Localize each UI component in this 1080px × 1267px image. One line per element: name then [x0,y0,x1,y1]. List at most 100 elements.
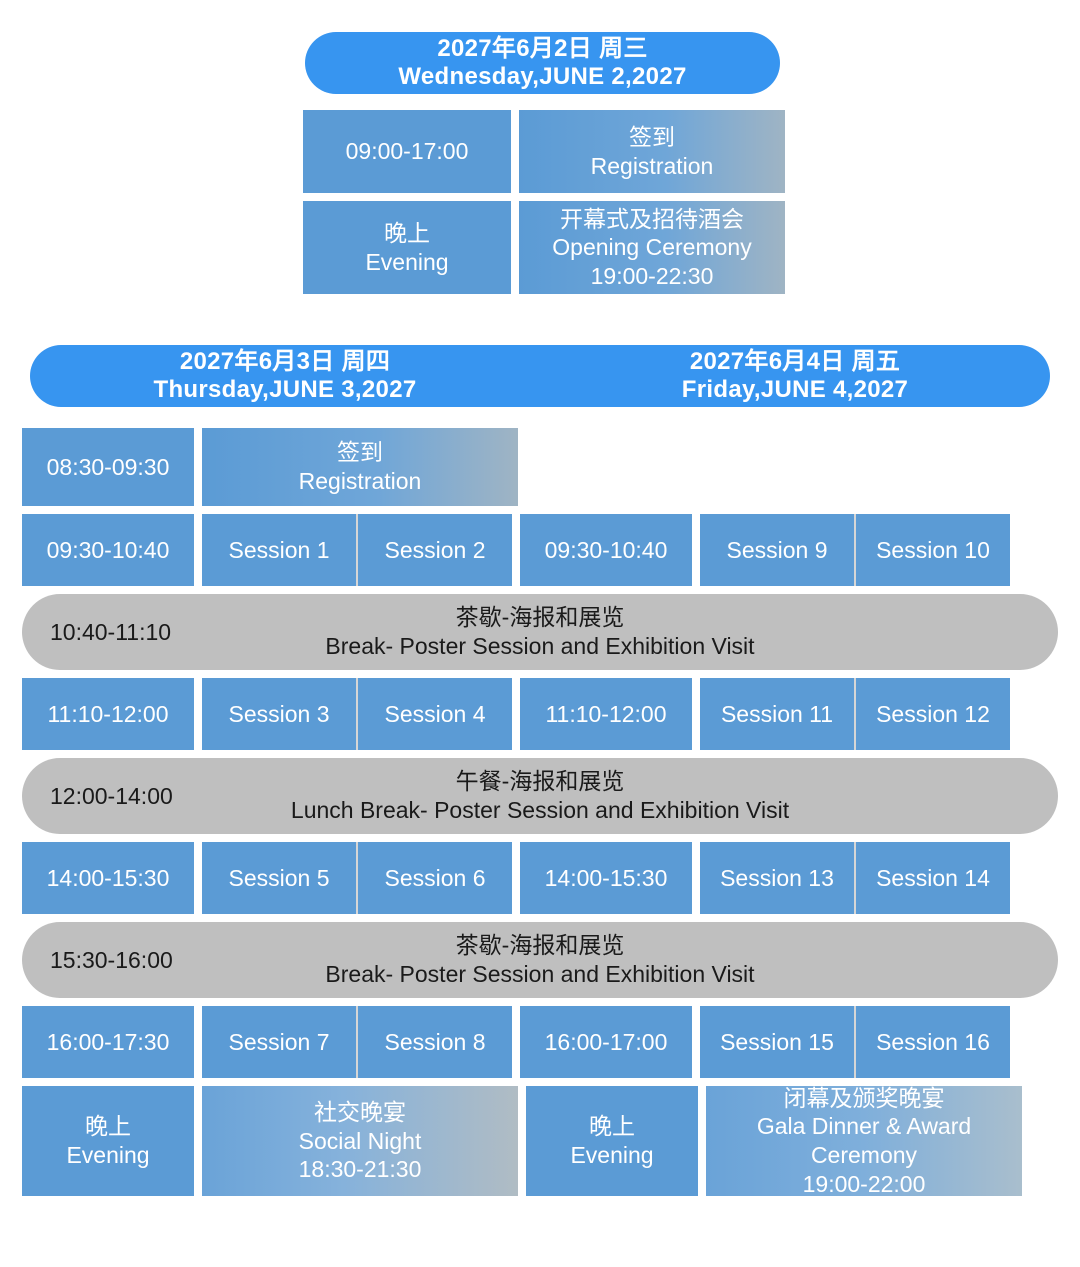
column-gap [698,1086,706,1196]
registration-time: 08:30-09:30 [22,428,194,506]
session-label: Session 7 [228,1028,330,1055]
session-divider [854,1006,856,1078]
session-divider [356,514,358,586]
session-cell: Session 15 [700,1006,854,1078]
session-cell: Session 5 [202,842,356,914]
break-time: 15:30-16:00 [50,946,173,973]
session-divider [356,1006,358,1078]
friday-time-1400: 14:00-15:30 [520,842,692,914]
column-gap [194,428,202,506]
break-cn: 午餐-海报和展览 [455,768,625,795]
column-gap [692,1006,700,1078]
day3-date: 2027年6月4日 周五 Friday,JUNE 4,2027 [540,348,1050,405]
time-label-en: Evening [66,1142,150,1168]
session-label: Session 1 [228,536,330,563]
time-label: 09:30-10:40 [46,536,170,563]
row-session-1110: 11:10-12:00 Session 3 Session 4 11:10-12… [22,678,1058,750]
column-gap [512,842,520,914]
time-label: 09:00-17:00 [345,138,469,165]
time-label-cn: 晚上 [384,219,430,246]
session-label: Session 9 [726,536,828,563]
social-night-cell: 社交晚宴 Social Night 18:30-21:30 [202,1086,518,1196]
session-cell: Session 6 [358,842,512,914]
activity-en: Opening Ceremony [552,234,752,261]
time-label-en: Evening [570,1142,654,1168]
session-label: Session 5 [228,864,330,891]
day1-date-cn: 2027年6月2日 周三 [437,34,648,62]
session-cell: Session 11 [700,678,854,750]
activity-cn: 签到 [629,123,675,150]
break-en: Break- Poster Session and Exhibition Vis… [325,633,755,659]
session-label: Session 10 [876,536,990,563]
day3-date-en: Friday,JUNE 4,2027 [681,376,909,403]
activity-cn: 社交晚宴 [314,1099,406,1126]
row-session-0930: 09:30-10:40 Session 1 Session 2 09:30-10… [22,514,1058,586]
session-cell: Session 1 [202,514,356,586]
time-label-cn: 晚上 [589,1113,635,1140]
break-time: 10:40-11:10 [50,618,172,645]
session-label: Session 3 [228,700,330,727]
session-divider [356,678,358,750]
session-cell: Session 12 [856,678,1010,750]
activity-cn: 闭幕及颁奖晚宴 [783,1084,945,1111]
column-gap [194,1006,202,1078]
column-gap [692,842,700,914]
activity-en: Gala Dinner & Award Ceremony [756,1113,972,1168]
row-session-1600: 16:00-17:30 Session 7 Session 8 16:00-17… [22,1006,1058,1078]
break-time: 12:00-14:00 [50,782,173,809]
day2-date-en: Thursday,JUNE 3,2027 [153,376,417,403]
activity-en: Registration [590,152,714,179]
friday-time-1110: 11:10-12:00 [520,678,692,750]
session-cell: Session 14 [856,842,1010,914]
break-en: Break- Poster Session and Exhibition Vis… [325,961,755,987]
column-gap [194,678,202,750]
day1-opening-ceremony: 开幕式及招待酒会 Opening Ceremony 19:00-22:30 [519,201,785,294]
activity-time: 19:00-22:00 [802,1170,926,1197]
time-label-cn: 晚上 [85,1113,131,1140]
schedule-grid: 08:30-09:30 签到 Registration 09:30-10:40 … [22,428,1058,1204]
thursday-time-0930: 09:30-10:40 [22,514,194,586]
day1-evening-time: 晚上 Evening [303,201,511,294]
friday-time-0930: 09:30-10:40 [520,514,692,586]
day2-date: 2027年6月3日 周四 Thursday,JUNE 3,2027 [30,348,540,405]
session-label: Session 8 [384,1028,486,1055]
day1-row-evening: 晚上 Evening 开幕式及招待酒会 Opening Ceremony 19:… [303,201,785,294]
session-label: Session 15 [720,1028,834,1055]
time-label: 14:00-15:30 [544,864,668,891]
day1-schedule: 09:00-17:00 签到 Registration 晚上 Evening 开… [303,110,785,302]
row-evening: 晚上 Evening 社交晚宴 Social Night 18:30-21:30… [22,1084,1058,1197]
day1-registration-content: 签到 Registration [519,110,785,193]
day1-registration-time: 09:00-17:00 [303,110,511,193]
gala-dinner-cell: 闭幕及颁奖晚宴 Gala Dinner & Award Ceremony 19:… [706,1084,1022,1197]
time-label-en: Evening [365,248,449,275]
session-cell: Session 8 [358,1006,512,1078]
column-gap [194,842,202,914]
break-en: Lunch Break- Poster Session and Exhibiti… [290,797,790,823]
session-cell: Session 4 [358,678,512,750]
session-divider [854,678,856,750]
session-cell: Session 16 [856,1006,1010,1078]
day1-date-en: Wednesday,JUNE 2,2027 [398,63,687,90]
column-gap [194,514,202,586]
session-cell: Session 2 [358,514,512,586]
session-divider [356,842,358,914]
activity-time: 18:30-21:30 [298,1156,422,1183]
row-break-1530: 15:30-16:00 茶歇-海报和展览 Break- Poster Sessi… [22,922,1058,998]
session-label: Session 14 [876,864,990,891]
column-gap [692,514,700,586]
registration-content: 签到 Registration [202,428,518,506]
activity-en: Registration [298,468,422,494]
column-gap [511,201,519,294]
column-gap [194,1086,202,1196]
row-registration: 08:30-09:30 签到 Registration [22,428,1058,506]
break-bar: 12:00-14:00 午餐-海报和展览 Lunch Break- Poster… [22,758,1058,834]
friday-evening-time: 晚上 Evening [526,1086,698,1196]
thursday-time-1600: 16:00-17:30 [22,1006,194,1078]
break-bar: 10:40-11:10 茶歇-海报和展览 Break- Poster Sessi… [22,594,1058,670]
column-gap [518,1086,526,1196]
time-label: 14:00-15:30 [46,864,170,891]
column-gap [512,1006,520,1078]
break-text: 茶歇-海报和展览 Break- Poster Session and Exhib… [22,603,1058,661]
break-bar: 15:30-16:00 茶歇-海报和展览 Break- Poster Sessi… [22,922,1058,998]
thursday-evening-time: 晚上 Evening [22,1086,194,1196]
